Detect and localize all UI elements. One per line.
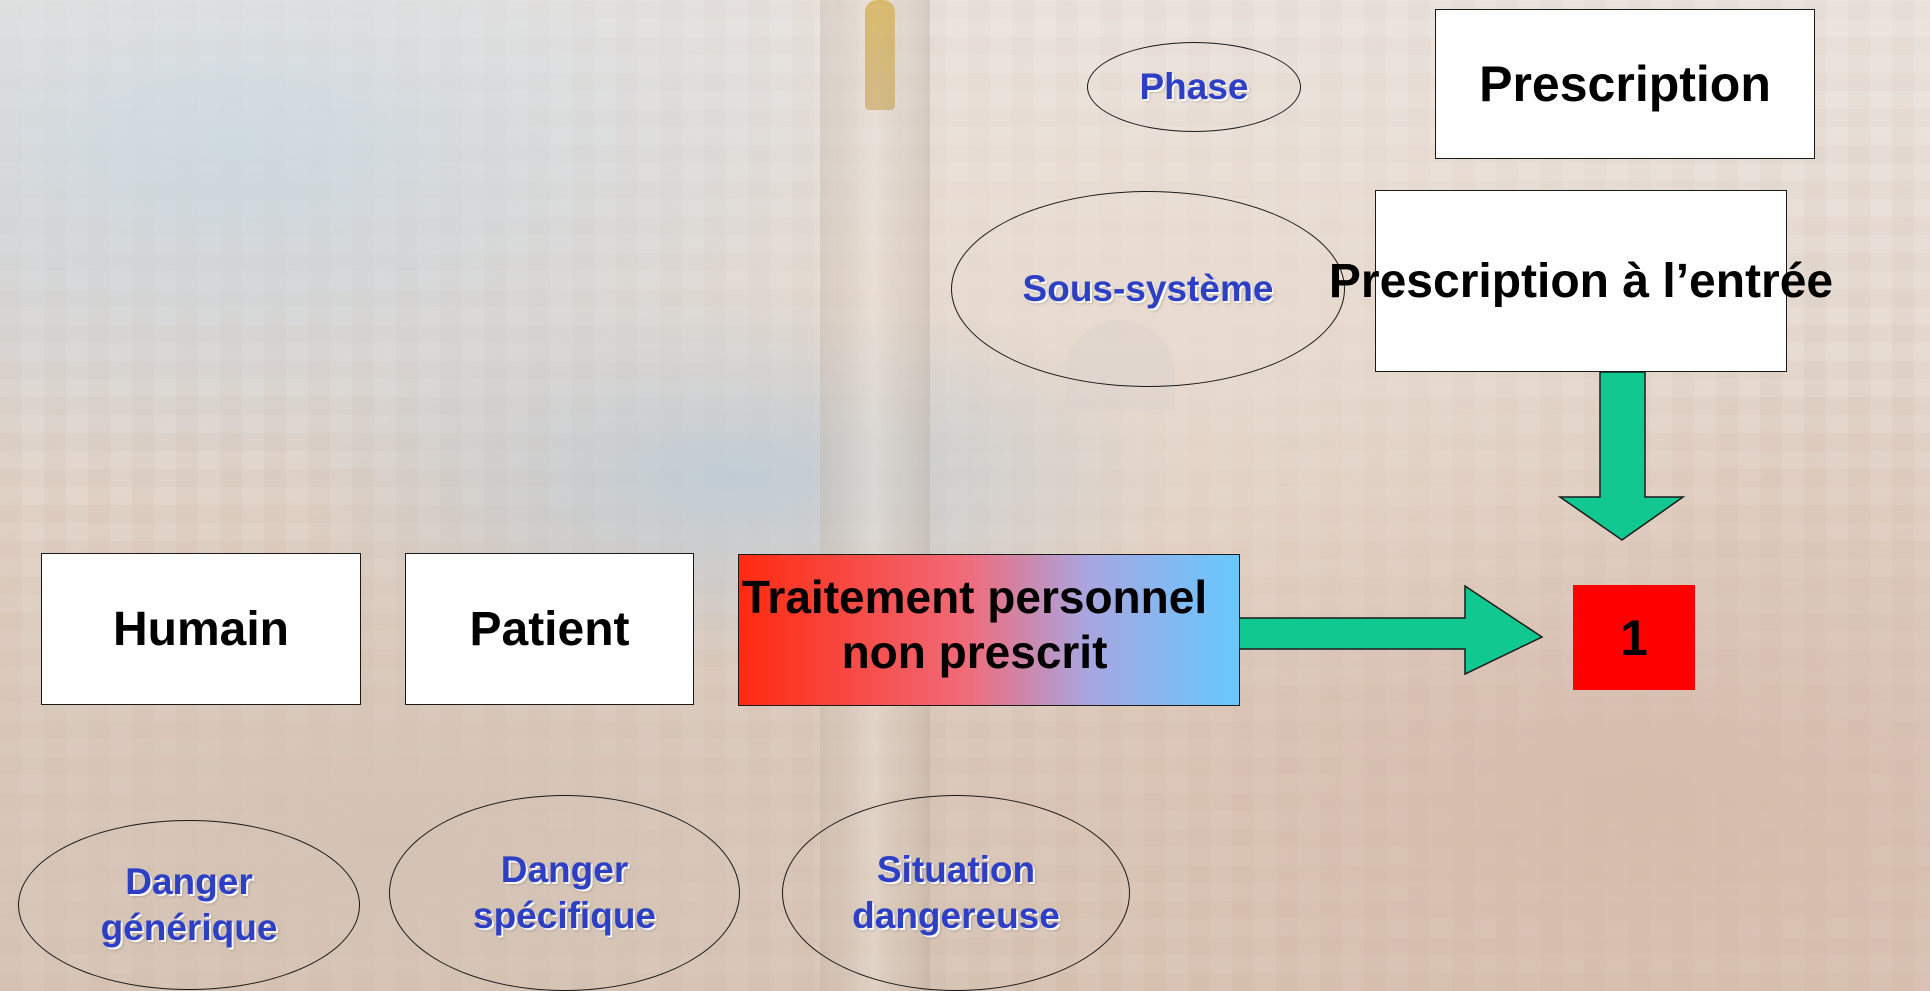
sous-systeme-label-text: Sous-système bbox=[1022, 268, 1274, 309]
danger-generique-label: Danger générique bbox=[18, 820, 360, 990]
right-arrow bbox=[1236, 584, 1544, 676]
humain-box-text: Humain bbox=[112, 602, 289, 656]
traitement-box: Traitement personnel non prescrit bbox=[738, 554, 1240, 706]
situation-dangereuse-label: Situation dangereuse bbox=[782, 795, 1130, 991]
prescription-entree-box: Prescription à l’entrée bbox=[1329, 190, 1833, 372]
patient-box: Patient bbox=[405, 553, 694, 705]
result-number-box: 1 bbox=[1573, 585, 1695, 690]
situation-dangereuse-label-text: Situation dangereuse bbox=[852, 848, 1060, 936]
prescription-box: Prescription bbox=[1435, 9, 1815, 159]
sous-systeme-label: Sous-système bbox=[951, 191, 1345, 387]
prescription-box-text: Prescription bbox=[1479, 56, 1771, 112]
traitement-box-text: Traitement personnel non prescrit bbox=[741, 570, 1208, 678]
down-arrow bbox=[1557, 371, 1686, 541]
prescription-entree-box-text: Prescription à l’entrée bbox=[1328, 254, 1834, 308]
result-number-text: 1 bbox=[1620, 609, 1648, 666]
danger-specifique-label-text: Danger spécifique bbox=[473, 848, 656, 936]
humain-box: Humain bbox=[41, 553, 361, 705]
patient-box-text: Patient bbox=[469, 602, 630, 656]
golden-statue bbox=[865, 0, 895, 110]
phase-label: Phase bbox=[1087, 42, 1301, 132]
phase-label-text: Phase bbox=[1139, 66, 1249, 107]
danger-generique-label-text: Danger générique bbox=[100, 860, 278, 948]
danger-specifique-label: Danger spécifique bbox=[389, 795, 740, 991]
